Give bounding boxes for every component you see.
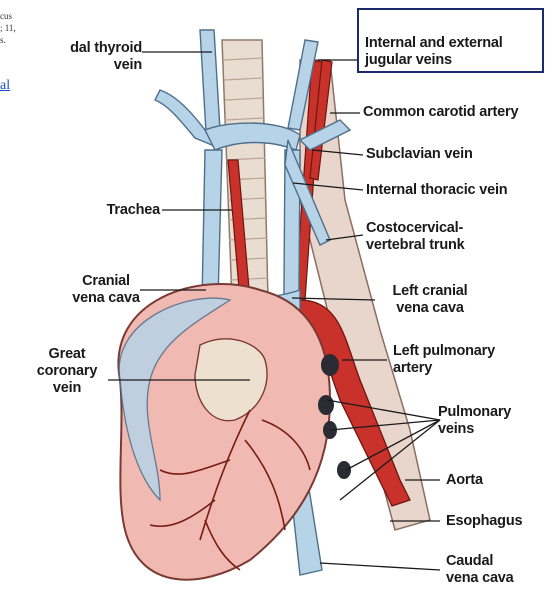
label-great-coronary-vein: Great coronary vein <box>30 346 104 397</box>
label-left-pulmonary-artery: Left pulmonary artery <box>393 343 495 377</box>
cropped-text-fragment: cus ; 11, s. <box>0 10 16 46</box>
label-esophagus: Esophagus <box>446 513 522 530</box>
label-cranial-vena-cava: Cranial vena cava <box>70 273 142 307</box>
label-trachea: Trachea <box>107 202 160 219</box>
label-caudal-vena-cava: Caudal vena cava <box>446 553 514 587</box>
cropped-link-fragment[interactable]: al <box>0 78 10 94</box>
label-left-cranial-vena-cava: Left cranial vena cava <box>388 283 472 317</box>
label-jugular-veins: Internal and external jugular veins <box>365 35 503 69</box>
label-thyroid-vein: dal thyroid vein <box>70 40 142 74</box>
label-costocervical-trunk: Costocervical- vertebral trunk <box>366 220 465 254</box>
label-subclavian-vein: Subclavian vein <box>366 146 473 163</box>
label-aorta: Aorta <box>446 472 483 489</box>
label-pulmonary-veins: Pulmonary veins <box>438 404 511 438</box>
label-thoracic-vein: Internal thoracic vein <box>366 182 507 199</box>
label-carotid-artery: Common carotid artery <box>363 104 518 121</box>
